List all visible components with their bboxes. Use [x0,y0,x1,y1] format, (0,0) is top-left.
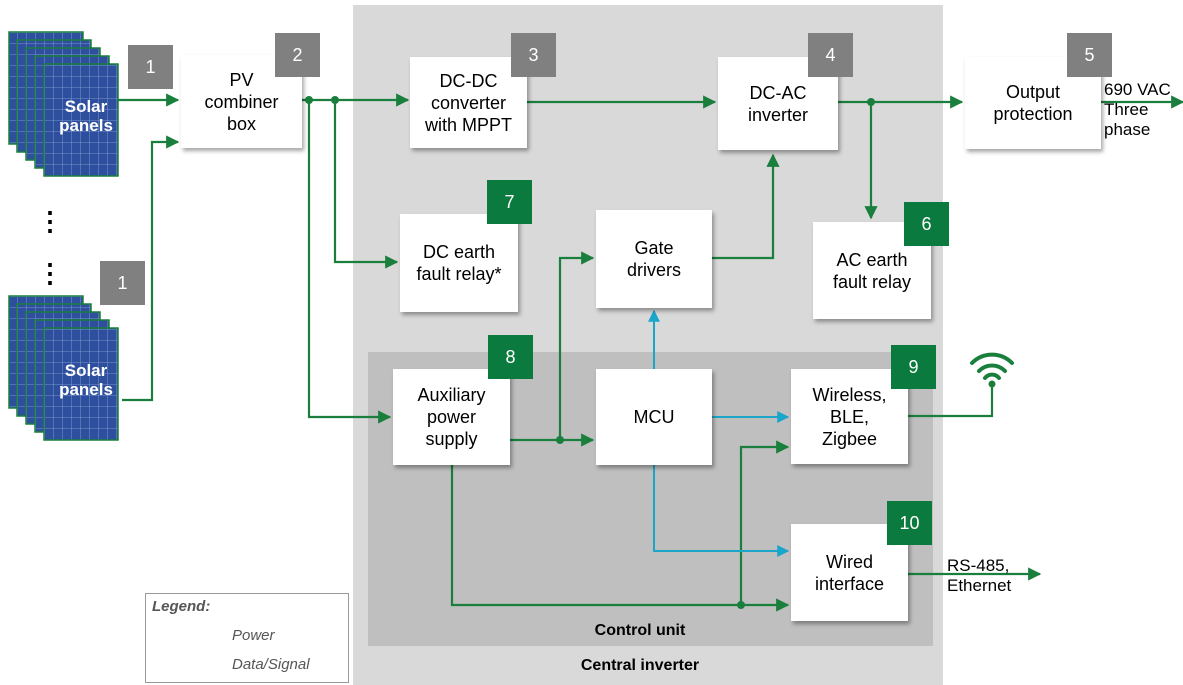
pv-combiner-box: PV combiner box [181,55,302,148]
legend-title: Legend: [152,598,211,615]
power-line-solar-bottom [122,135,180,402]
solar-panels-bottom [8,295,119,441]
power-line-antenna [908,384,994,418]
data-line-mcu-wired [653,465,790,557]
power-line-dc-earth [333,100,399,269]
badge-9: 9 [891,345,936,389]
legend-data-label: Data/Signal [232,656,310,673]
wifi-icon [970,352,1014,380]
mcu-block: MCU [596,369,712,465]
badge-4: 4 [808,33,853,77]
dc-earth-fault-relay-block: DC earth fault relay* [400,214,518,312]
badge-1-bottom: 1 [100,261,145,305]
power-line-aux-gate [558,251,595,440]
gate-drivers-block: Gate drivers [596,210,712,308]
solar-panels-top [8,31,119,177]
wired-output-label: RS-485, Ethernet [947,556,1012,595]
auxiliary-power-supply-block: Auxiliary power supply [393,369,510,465]
vertical-ellipsis-2: ⋮ [37,258,63,288]
dc-dc-converter-block: DC-DC converter with MPPT [410,57,527,148]
solar-panels-label-bottom: Solar panels [59,361,113,399]
badge-8: 8 [488,335,533,379]
central-inverter-label: Central inverter [580,657,700,674]
badge-2: 2 [275,33,320,77]
legend: Legend: Power Data/Signal [145,593,349,683]
ac-output-label: 690 VAC Three phase [1104,80,1171,139]
power-line-gate-dcac [712,153,780,260]
solar-panels-label-top: Solar panels [59,97,113,135]
power-line-aux-wireless [739,440,790,605]
badge-7: 7 [487,180,532,224]
output-protection-block: Output protection [965,57,1101,149]
badge-10: 10 [887,501,932,545]
badge-3: 3 [511,33,556,77]
power-line-aux-wired [450,465,790,612]
badge-6: 6 [904,202,949,246]
vertical-ellipsis-1: ⋮ [37,206,63,236]
control-unit-label: Control unit [594,622,686,639]
wireless-block: Wireless, BLE, Zigbee [791,369,908,464]
legend-power-label: Power [232,627,275,644]
badge-5: 5 [1067,33,1112,77]
power-line-aux [307,100,392,424]
badge-1-top: 1 [128,45,173,89]
